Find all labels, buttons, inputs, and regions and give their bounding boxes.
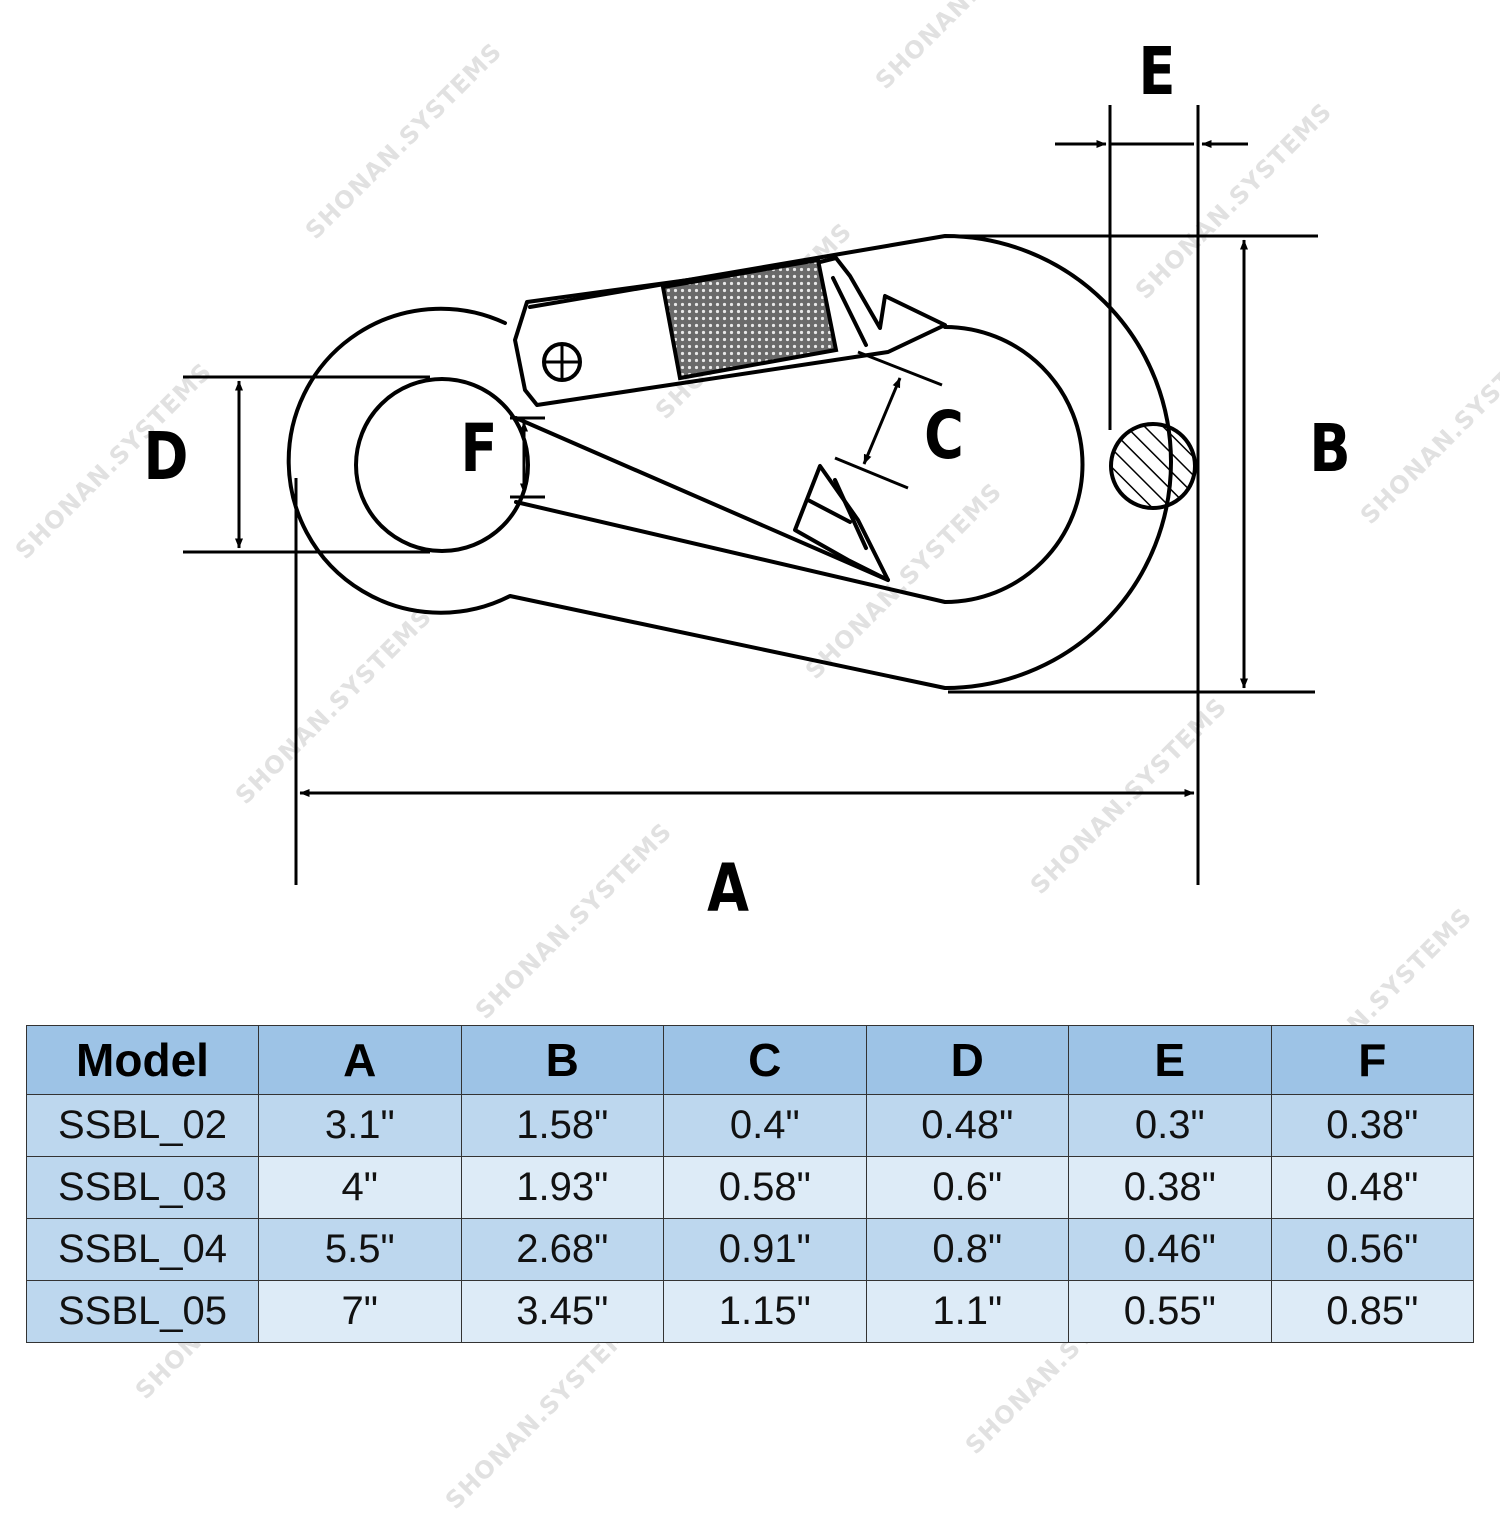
table-cell: 0.8" — [865, 1218, 1069, 1281]
column-header-b: B — [460, 1025, 664, 1095]
column-header-e: E — [1068, 1025, 1272, 1095]
table-cell: 3.45" — [460, 1280, 664, 1343]
dimension-label-c: C — [924, 398, 964, 475]
dimension-line-c — [857, 350, 943, 387]
table-cell: 1.93" — [460, 1156, 664, 1219]
table-cell: 0.55" — [1068, 1280, 1272, 1343]
spring-gate — [513, 256, 947, 407]
table-cell: 0.4" — [663, 1094, 867, 1157]
table-cell: 1.15" — [663, 1280, 867, 1343]
hook-inner-contour — [514, 325, 1085, 604]
dimension-label-f: F — [461, 411, 498, 488]
table-cell: 3.1" — [258, 1094, 462, 1157]
model-cell: SSBL_03 — [26, 1156, 259, 1219]
latch-notch — [793, 464, 890, 582]
table-cell: 0.38" — [1270, 1094, 1474, 1157]
column-header-f: F — [1270, 1025, 1474, 1095]
model-cell: SSBL_02 — [26, 1094, 259, 1157]
dimension-label-e: E — [1139, 34, 1176, 111]
table-cell: 0.48" — [1270, 1156, 1474, 1219]
dimension-label-a: A — [707, 851, 749, 928]
table-cell: 0.58" — [663, 1156, 867, 1219]
spec-table: Model A B C D E F SSBL_02 3.1" 1.58" 0.4… — [26, 1025, 1474, 1343]
model-cell: SSBL_04 — [26, 1218, 259, 1281]
table-cell: 1.58" — [460, 1094, 664, 1157]
column-header-d: D — [865, 1025, 1069, 1095]
table-cell: 0.85" — [1270, 1280, 1474, 1343]
table-row: SSBL_05 7" 3.45" 1.15" 1.1" 0.55" 0.85" — [26, 1280, 1474, 1343]
dimension-label-d: D — [144, 419, 189, 496]
table-cell: 0.3" — [1068, 1094, 1272, 1157]
column-header-c: C — [663, 1025, 867, 1095]
table-row: SSBL_02 3.1" 1.58" 0.4" 0.48" 0.3" 0.38" — [26, 1094, 1474, 1157]
snap-hook-dimension-drawing: A B C D E F — [144, 34, 1351, 928]
table-cell: 0.6" — [865, 1156, 1069, 1219]
table-cell: 0.56" — [1270, 1218, 1474, 1281]
knurled-sleeve — [660, 257, 839, 381]
table-cell: 1.1" — [865, 1280, 1069, 1343]
gate-pin — [542, 342, 582, 382]
table-cell: 2.68" — [460, 1218, 664, 1281]
column-header-model: Model — [26, 1025, 259, 1095]
hook-outer-contour — [286, 234, 1173, 690]
hook-eye — [354, 377, 530, 553]
table-row: SSBL_03 4" 1.93" 0.58" 0.6" 0.38" 0.48" — [26, 1156, 1474, 1219]
table-cell: 5.5" — [258, 1218, 462, 1281]
dimension-label-b: B — [1309, 411, 1350, 488]
table-cell: 0.48" — [865, 1094, 1069, 1157]
table-row: SSBL_04 5.5" 2.68" 0.91" 0.8" 0.46" 0.56… — [26, 1218, 1474, 1281]
model-cell: SSBL_05 — [26, 1280, 259, 1343]
table-header-row: Model A B C D E F — [26, 1025, 1474, 1095]
wire-cross-section — [1109, 422, 1197, 510]
table-cell: 0.91" — [663, 1218, 867, 1281]
table-cell: 4" — [258, 1156, 462, 1219]
table-cell: 0.38" — [1068, 1156, 1272, 1219]
table-cell: 7" — [258, 1280, 462, 1343]
table-cell: 0.46" — [1068, 1218, 1272, 1281]
column-header-a: A — [258, 1025, 462, 1095]
